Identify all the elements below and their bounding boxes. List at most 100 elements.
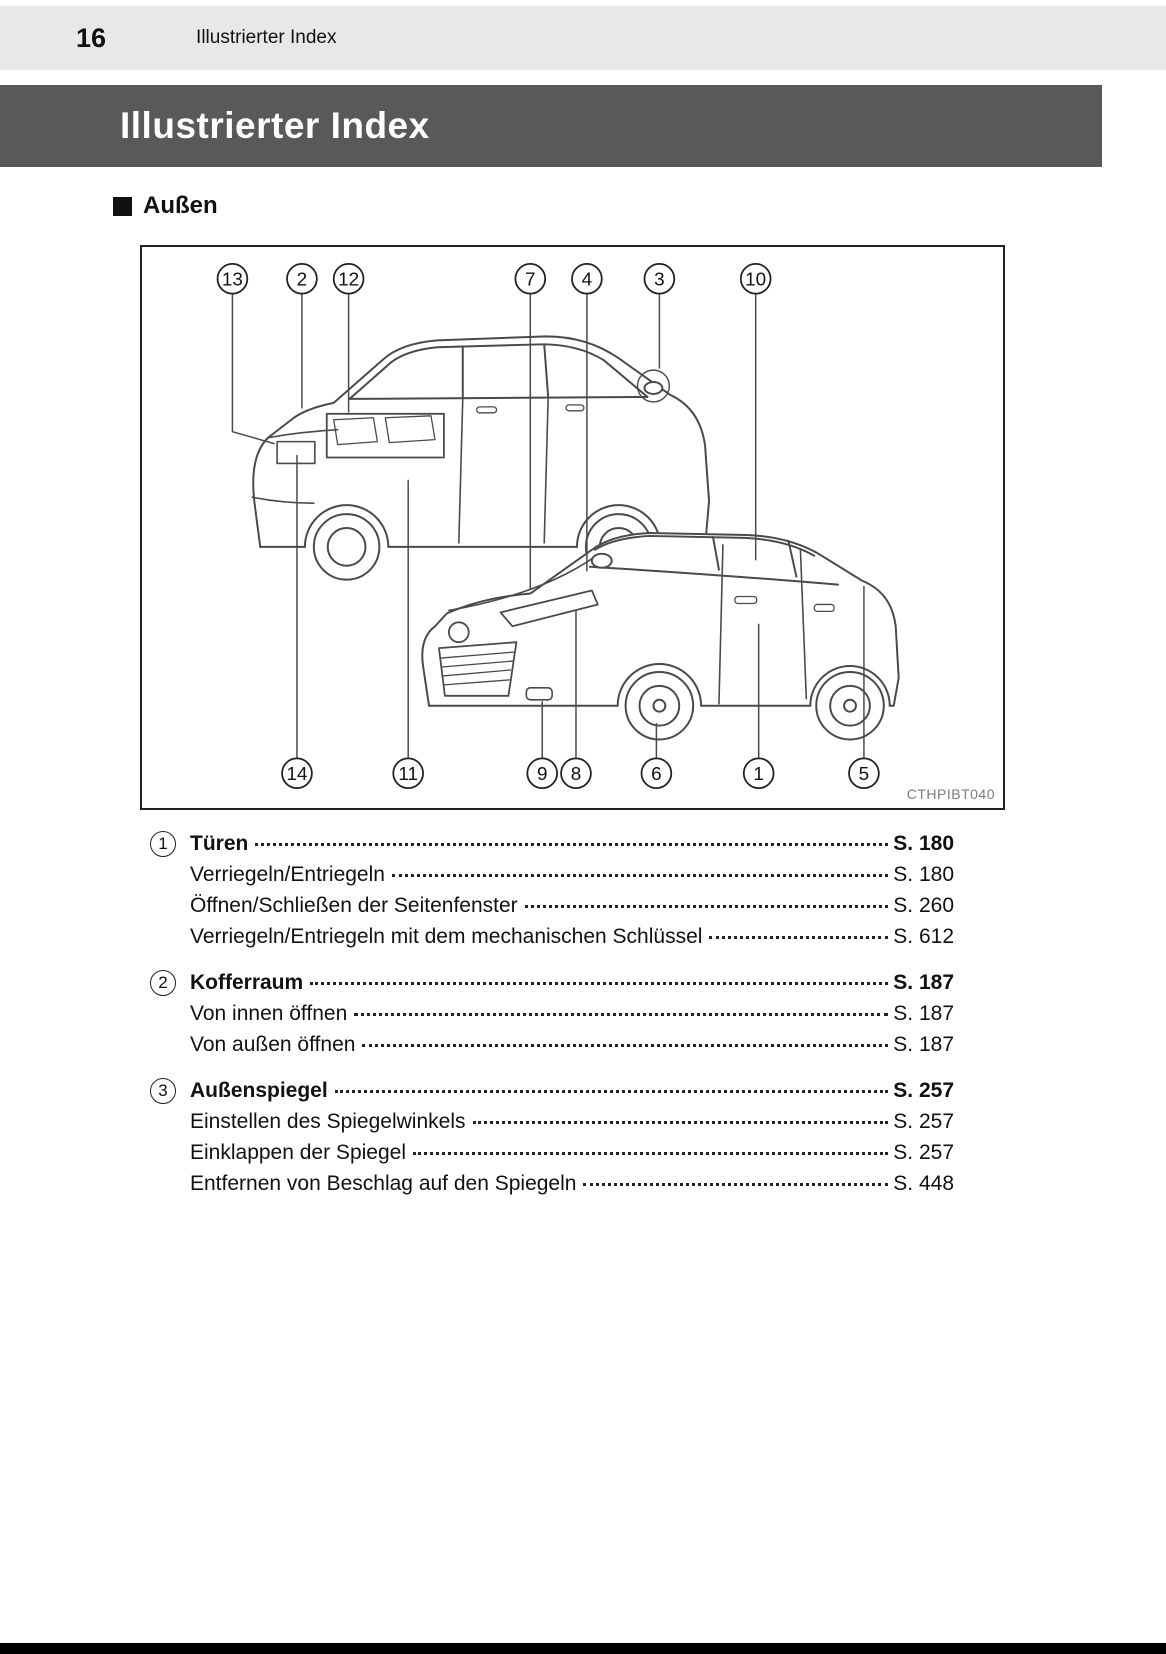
- door-handle: [813, 603, 835, 613]
- dot-leader: [472, 1121, 889, 1124]
- index-entry-title: Außenspiegel: [190, 1079, 328, 1102]
- page-ref: S. 257: [893, 1110, 954, 1133]
- page-ref: S. 257: [893, 1079, 954, 1102]
- index-group-kofferraum: 2 Kofferraum S. 187 Von innen öffnen S. …: [150, 967, 954, 1060]
- dot-leader: [354, 1013, 889, 1016]
- car-line-art: 13 2 12 7 4 3 10 14 11 9 8 6 1 5: [216, 262, 900, 790]
- index-entry: 3 Außenspiegel S. 257: [150, 1075, 954, 1106]
- dot-leader: [310, 982, 889, 985]
- index-group-aussenspiegel: 3 Außenspiegel S. 257 Einstellen des Spi…: [150, 1075, 954, 1199]
- page-ref: S. 187: [893, 971, 954, 994]
- callout-number: 8: [571, 763, 582, 784]
- index-group-tueren: 1 Türen S. 180 Verriegeln/Entriegeln S. …: [150, 828, 954, 952]
- callout-4: 4: [571, 262, 603, 295]
- page-number: 16: [76, 22, 107, 53]
- side-mirror: [643, 381, 664, 395]
- index-entry-number: 3: [150, 1077, 176, 1104]
- index-list: 1 Türen S. 180 Verriegeln/Entriegeln S. …: [150, 828, 954, 1214]
- callout-number: 9: [537, 763, 548, 784]
- running-header-title: Illustrierter Index: [196, 27, 337, 48]
- callout-8: 8: [560, 757, 592, 790]
- callout-9: 9: [526, 757, 559, 790]
- callout-number: 2: [297, 269, 308, 290]
- dot-leader: [413, 1152, 889, 1155]
- index-entry-title: Kofferraum: [190, 971, 304, 994]
- index-entry: 1 Türen S. 180: [150, 828, 954, 859]
- callout-number: 12: [338, 269, 359, 290]
- dot-leader: [583, 1183, 889, 1186]
- index-entry-title: Türen: [190, 832, 249, 855]
- callout-5: 5: [848, 757, 880, 790]
- index-subentry-label: Verriegeln/Entriegeln mit dem mechanisch…: [190, 925, 703, 948]
- callout-number: 14: [286, 763, 307, 784]
- brand-emblem: [447, 621, 470, 644]
- section-bullet-icon: [113, 196, 132, 216]
- dot-leader: [524, 905, 889, 908]
- index-subentry-label: Von innen öffnen: [190, 1002, 348, 1025]
- door-handle: [734, 595, 758, 605]
- index-subentry-label: Einstellen des Spiegelwinkels: [190, 1110, 466, 1133]
- callout-10: 10: [739, 262, 772, 295]
- car-front-view: [421, 531, 900, 741]
- callout-leader-lines: [231, 291, 865, 761]
- callout-number: 11: [398, 763, 418, 784]
- callout-bubbles: 13 2 12 7 4 3 10 14 11 9 8 6 1 5: [216, 262, 880, 790]
- section-heading: Außen: [113, 192, 218, 220]
- page-ref: S. 260: [893, 894, 954, 917]
- door-handle: [565, 404, 585, 412]
- callout-number: 10: [745, 269, 766, 290]
- chapter-title: Illustrierter Index: [120, 105, 430, 146]
- door-handle: [476, 406, 498, 414]
- index-entry-number: 1: [150, 830, 176, 857]
- callout-6: 6: [640, 757, 673, 790]
- callout-number: 7: [525, 269, 536, 290]
- page-ref: S. 448: [893, 1172, 954, 1195]
- page-ref: S. 187: [893, 1002, 954, 1025]
- index-subentry-label: Öffnen/Schließen der Seitenfenster: [190, 894, 518, 917]
- index-subentry: Entfernen von Beschlag auf den Spiegeln …: [150, 1168, 954, 1199]
- headlight: [499, 589, 599, 628]
- callout-number: 13: [222, 269, 243, 290]
- index-subentry: Von außen öffnen S. 187: [150, 1029, 954, 1060]
- index-subentry: Verriegeln/Entriegeln S. 180: [150, 859, 954, 890]
- callout-number: 3: [654, 269, 665, 290]
- taillamp-highlight-box: [325, 412, 445, 459]
- index-subentry-label: Verriegeln/Entriegeln: [190, 863, 385, 886]
- callout-13: 13: [216, 262, 249, 295]
- dot-leader: [391, 874, 889, 877]
- callout-number: 1: [753, 763, 764, 784]
- callout-7: 7: [514, 262, 547, 295]
- dot-leader: [334, 1090, 889, 1093]
- page-ref: S. 180: [893, 863, 954, 886]
- index-subentry: Einklappen der Spiegel S. 257: [150, 1137, 954, 1168]
- callout-number: 4: [582, 269, 593, 290]
- dot-leader: [709, 936, 889, 939]
- callout-number: 5: [859, 763, 870, 784]
- callout-12: 12: [332, 262, 365, 295]
- index-subentry: Öffnen/Schließen der Seitenfenster S. 26…: [150, 890, 954, 921]
- callout-3: 3: [643, 262, 676, 295]
- page-header: 16 Illustrierter Index: [0, 6, 1166, 70]
- fog-lamp: [525, 687, 553, 701]
- dot-leader: [255, 843, 889, 846]
- callout-2: 2: [286, 262, 318, 295]
- index-subentry: Von innen öffnen S. 187: [150, 998, 954, 1029]
- page-ref: S. 180: [893, 832, 954, 855]
- index-subentry: Einstellen des Spiegelwinkels S. 257: [150, 1106, 954, 1137]
- index-subentry-label: Entfernen von Beschlag auf den Spiegeln: [190, 1172, 577, 1195]
- car-diagram-figure: 13 2 12 7 4 3 10 14 11 9 8 6 1 5 CTHPIBT…: [140, 245, 1005, 810]
- callout-14: 14: [281, 757, 313, 790]
- mirror-highlight-circle: [636, 369, 671, 403]
- figure-code: CTHPIBT040: [906, 786, 995, 802]
- dot-leader: [362, 1044, 889, 1047]
- page-ref: S. 612: [893, 925, 954, 948]
- callout-number: 6: [651, 763, 662, 784]
- callout-11: 11: [392, 757, 424, 790]
- callout-1: 1: [742, 757, 775, 790]
- index-subentry: Verriegeln/Entriegeln mit dem mechanisch…: [150, 921, 954, 952]
- chapter-banner: Illustrierter Index: [0, 85, 1102, 167]
- lower-grille: [438, 641, 518, 697]
- page-ref: S. 187: [893, 1033, 954, 1056]
- index-entry-number: 2: [150, 969, 176, 996]
